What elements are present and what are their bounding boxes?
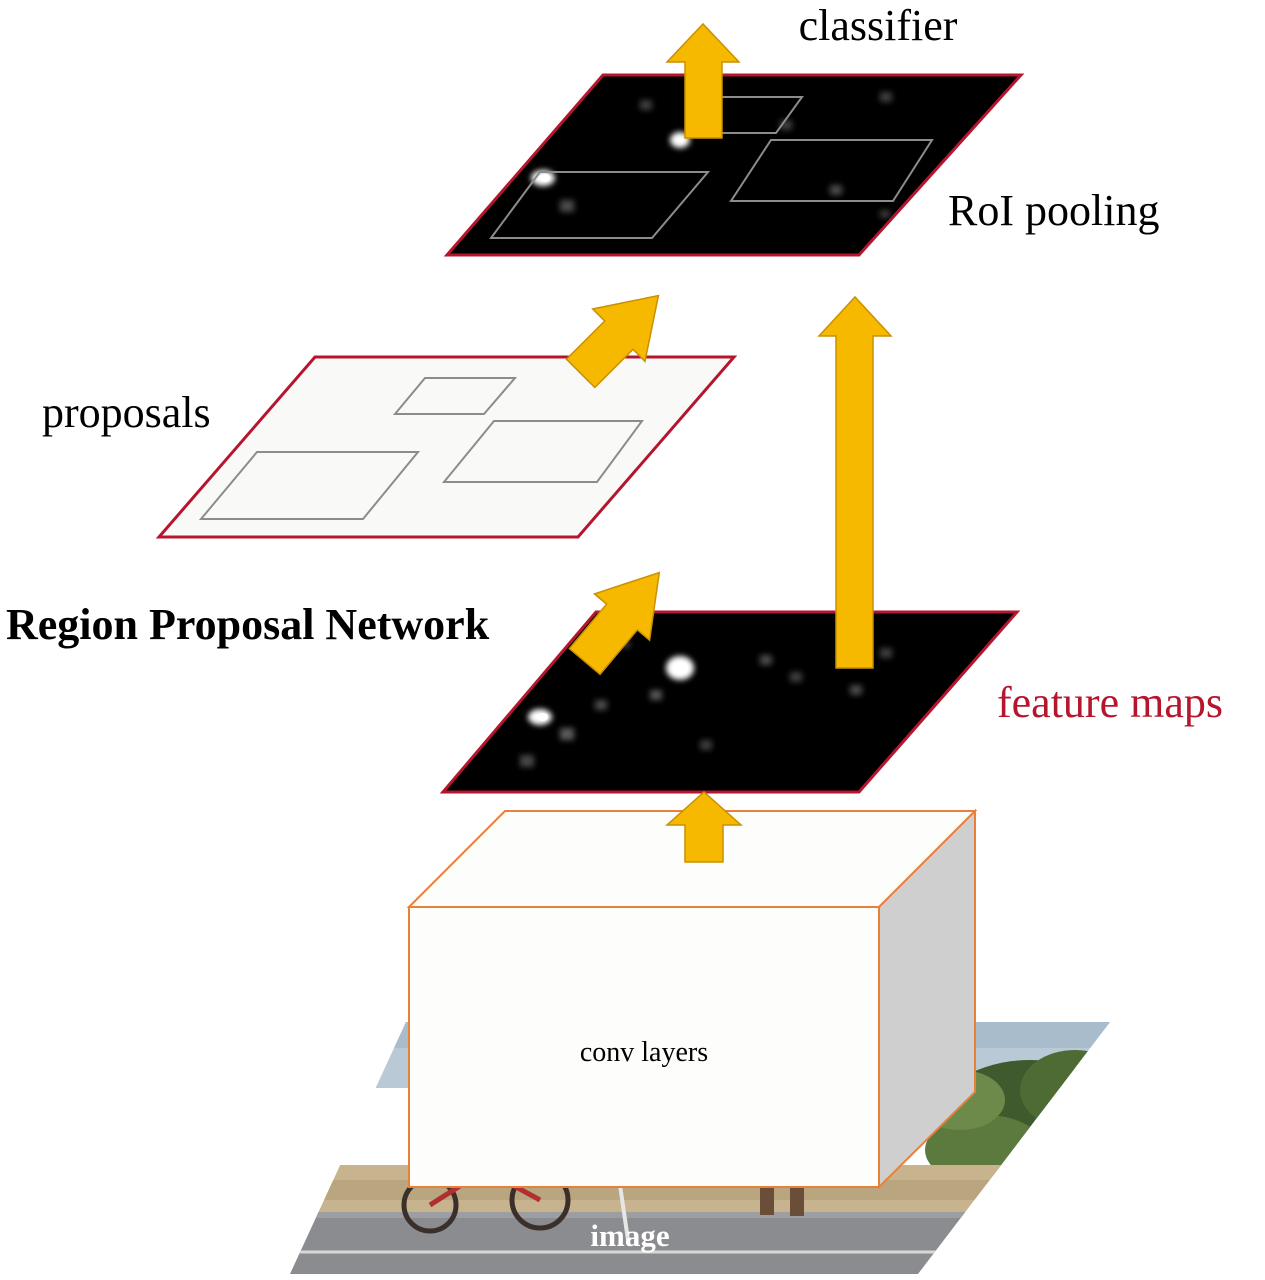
feature-activations — [520, 640, 892, 767]
arrow-roi-to-classifier — [665, 22, 741, 139]
proposal-box-right — [441, 420, 644, 483]
arrow-feature-maps-to-proposals — [568, 571, 661, 676]
arrow-conv-to-feature-maps — [665, 790, 743, 863]
feature-maps-label: feature maps — [997, 678, 1223, 727]
arrow-proposals-to-roi-pooling — [565, 294, 660, 389]
conv-layers-label: conv layers — [580, 1037, 708, 1068]
roi-box-right — [729, 139, 934, 202]
proposal-box-small — [392, 377, 518, 415]
feature-maps-plane — [439, 610, 1021, 794]
classifier-label: classifier — [799, 1, 958, 50]
rpn-label: Region Proposal Network — [6, 600, 490, 649]
image-label: image — [590, 1218, 669, 1253]
roi-box-left — [489, 171, 711, 239]
conv-box-front-face — [408, 906, 880, 1188]
proposals-label: proposals — [42, 388, 211, 437]
conv-layers-block: conv layers — [406, 808, 978, 1190]
roi-pooling-label: RoI pooling — [948, 186, 1159, 235]
proposal-box-left — [198, 451, 421, 520]
arrow-feature-maps-to-roi-pooling — [817, 295, 893, 669]
proposals-plane — [155, 355, 738, 539]
roi-pooling-plane — [443, 73, 1025, 257]
